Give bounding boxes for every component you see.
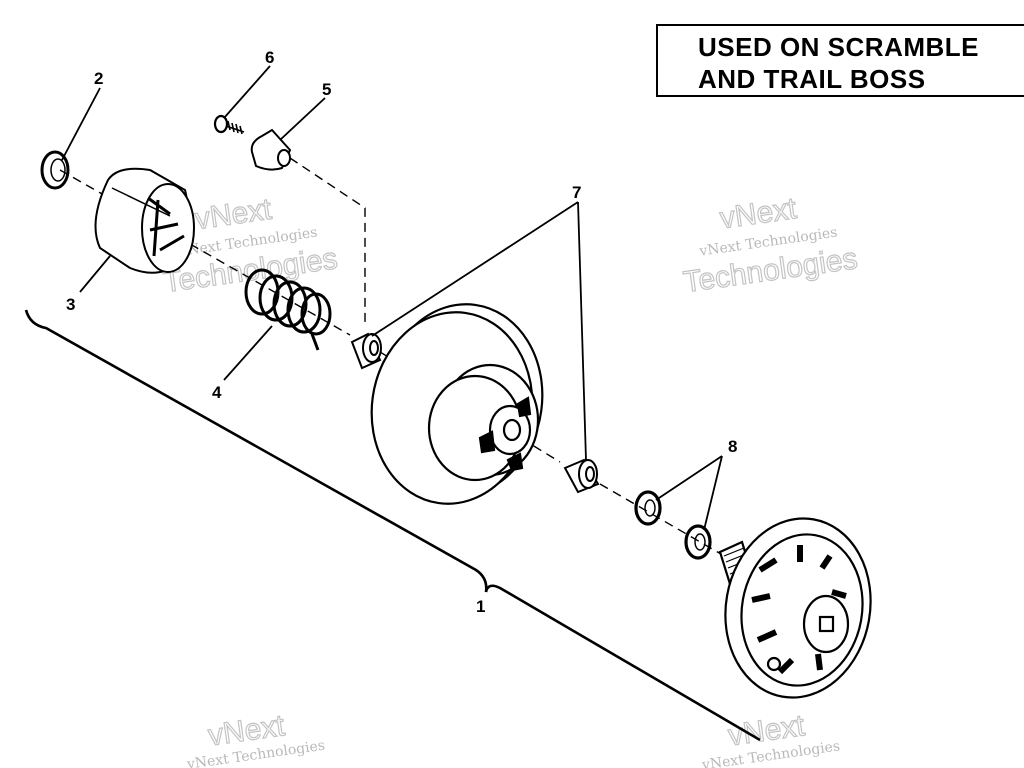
bracket-left — [24, 309, 488, 593]
leader-7a — [371, 201, 579, 337]
washer-outer — [634, 490, 662, 526]
sheave-bore-inner — [502, 418, 522, 442]
snap-ring-outer — [40, 150, 70, 190]
snap-ring-part — [40, 150, 70, 190]
axis-dash — [599, 483, 741, 566]
sheave-hub-square — [818, 615, 835, 633]
bracket-right — [484, 584, 761, 742]
callout-7: 7 — [572, 183, 581, 202]
stationary-sheave — [718, 517, 872, 699]
usage-note-line-2: AND TRAIL BOSS — [698, 64, 926, 94]
bushing-right — [563, 458, 600, 494]
sheave-cam-slot — [506, 452, 524, 472]
spring-coil — [300, 292, 332, 336]
washer-1 — [634, 490, 662, 526]
watermark-word-vnext: vNext — [193, 193, 274, 236]
screw-head — [213, 114, 229, 134]
leader-8b — [703, 455, 723, 531]
callout-6: 6 — [265, 48, 274, 67]
spring-tail — [310, 333, 320, 351]
button-hole — [277, 149, 291, 167]
sheave-bolt — [766, 656, 782, 672]
callout-1: 1 — [476, 597, 485, 616]
washer-outer — [684, 524, 712, 560]
watermark-left-bottom: vNext vNext Technologies — [185, 709, 326, 768]
washer-2 — [684, 524, 712, 560]
leader-4 — [223, 325, 273, 381]
bushing-bore — [585, 466, 595, 482]
watermark-word-vnext: vNext — [718, 192, 799, 235]
sheave-cam-slot — [516, 396, 532, 418]
leader-2 — [61, 87, 101, 161]
assembly-bracket — [24, 309, 761, 742]
callout-8: 8 — [728, 437, 737, 456]
leader-6 — [223, 65, 271, 119]
watermark-right-top: vNext vNext Technologies Technologies — [681, 191, 860, 299]
leader-lines — [61, 65, 723, 531]
sheave-cam-slot — [478, 430, 496, 454]
screw-part — [213, 114, 245, 135]
leader-8a — [655, 455, 723, 501]
usage-note-line-1: USED ON SCRAMBLE — [698, 32, 980, 62]
bushing-left — [350, 332, 382, 370]
leader-7b — [577, 201, 587, 461]
leader-3 — [79, 255, 111, 293]
cam-ramps — [147, 196, 185, 257]
bushing-bore — [369, 340, 379, 356]
moveable-sheave — [370, 303, 544, 505]
callout-5: 5 — [322, 80, 331, 99]
callout-2: 2 — [94, 69, 103, 88]
callout-3: 3 — [66, 295, 75, 314]
washer-inner — [694, 533, 706, 551]
snap-ring-inner — [50, 158, 66, 182]
cam-edge — [111, 187, 171, 217]
spring-coil — [272, 280, 308, 328]
cam-face — [141, 183, 195, 273]
shaft-splines — [723, 547, 751, 575]
callout-4: 4 — [212, 383, 222, 402]
screw-thread — [225, 120, 245, 135]
usage-note-box: USED ON SCRAMBLE AND TRAIL BOSS — [656, 24, 1024, 97]
spring-part — [244, 268, 332, 351]
leader-5 — [279, 97, 326, 141]
spring-coil — [286, 286, 322, 334]
cam-part — [94, 167, 195, 274]
axis-dash-roller — [289, 157, 366, 322]
washer-inner — [644, 499, 656, 517]
